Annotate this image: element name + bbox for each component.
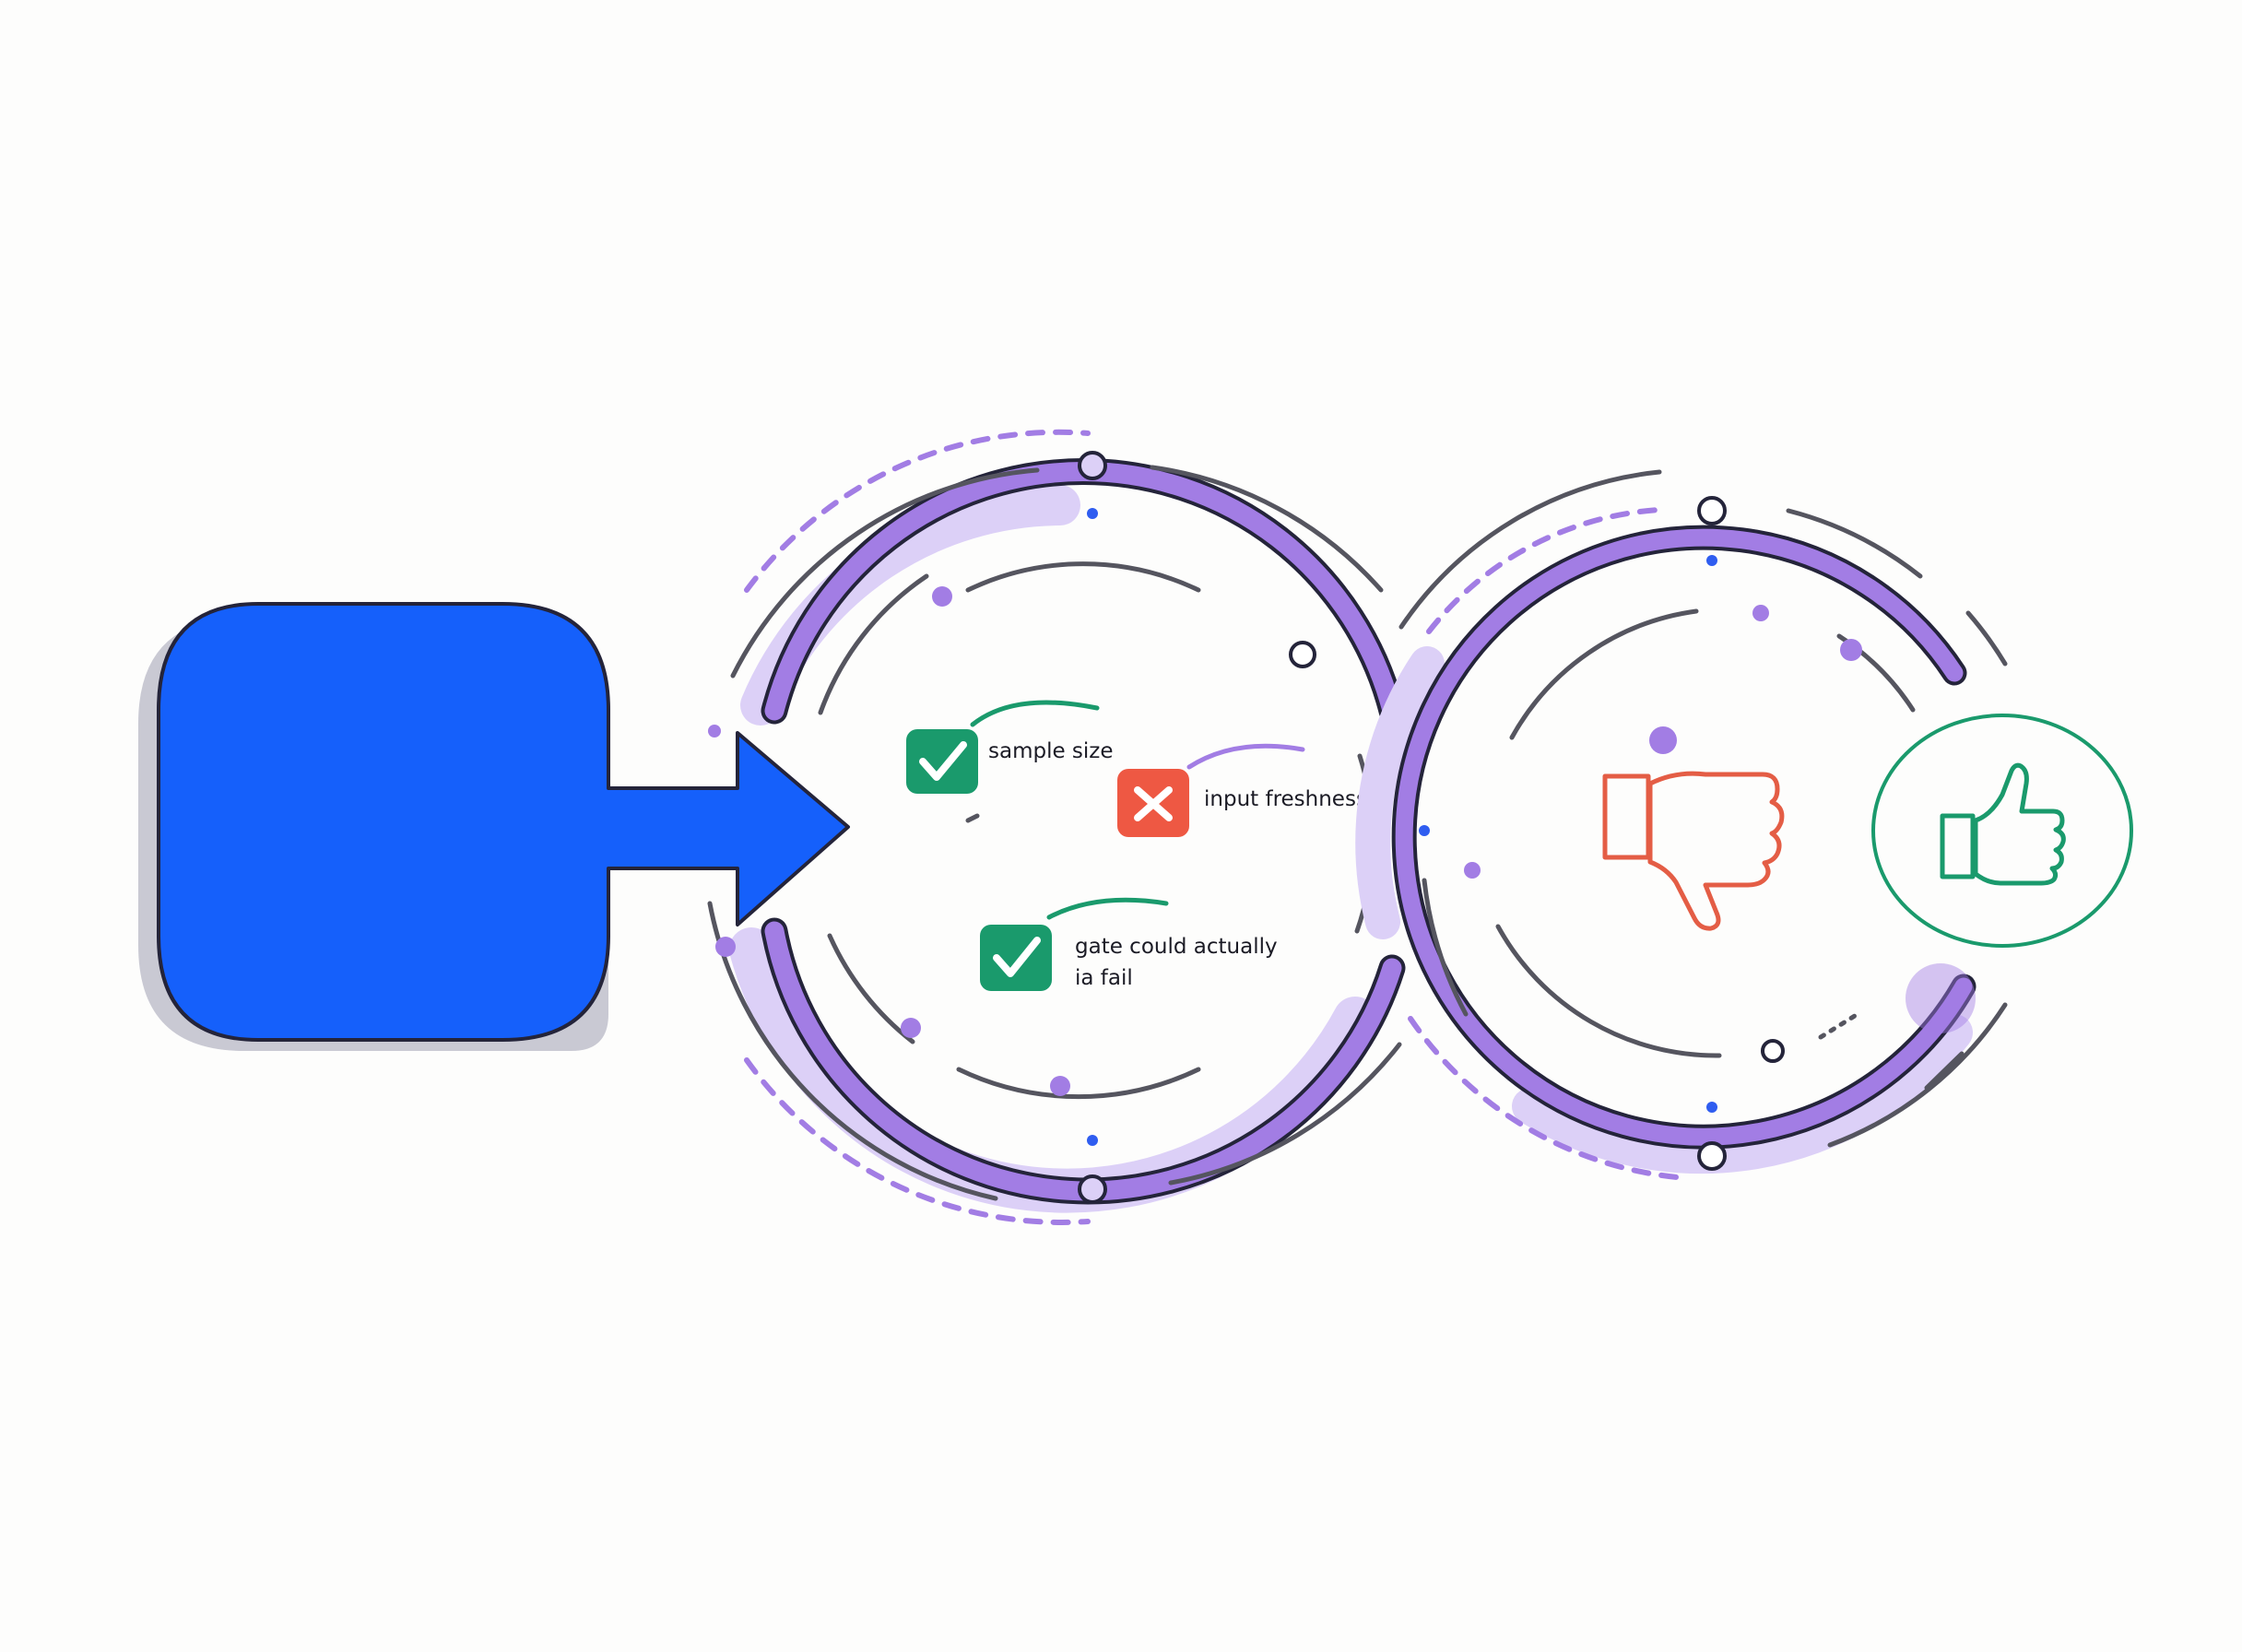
ring-halo [1355, 646, 1445, 939]
check-item: sample size [906, 700, 1114, 794]
check-ring [707, 429, 1406, 1225]
ring-halo [1512, 1014, 1973, 1174]
check-label: gate could actually [1075, 935, 1278, 959]
x-icon [1134, 786, 1173, 821]
check-label: ia fail [1075, 966, 1133, 990]
thumbs-down-icon [1602, 771, 1785, 931]
checkmark-icon [919, 741, 967, 781]
check-item: gate could actually ia fail [980, 897, 1278, 991]
thumbs-up-icon [1940, 762, 2066, 886]
check-label: input freshness [1204, 787, 1367, 811]
check-item: input freshness [1117, 743, 1367, 837]
approval-circle [1871, 714, 2133, 948]
pass-badge [906, 729, 978, 794]
pass-badge [980, 925, 1052, 991]
verdict-ring [1355, 469, 2008, 1181]
check-label: sample size [988, 739, 1114, 763]
checkmark-icon [993, 937, 1041, 977]
input-block [138, 602, 850, 1051]
